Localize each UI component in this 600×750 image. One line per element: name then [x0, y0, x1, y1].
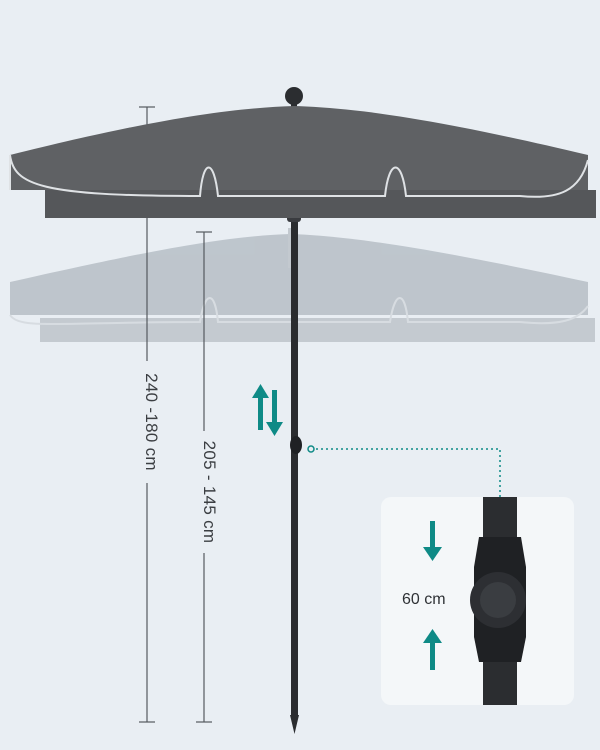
- lowered-umbrella-ghost: [9, 228, 595, 342]
- adjustment-label: 60 cm: [402, 591, 446, 608]
- detail-leader-line: [311, 448, 501, 497]
- total-height-label: 240 -180 cm: [139, 361, 163, 483]
- pole-joint-closeup: [423, 497, 526, 705]
- up-arrow-icon: [423, 629, 442, 670]
- down-arrow-icon: [423, 521, 442, 561]
- pole-height-label: 205 - 145 cm: [197, 431, 221, 553]
- umbrella-canopy: [9, 87, 596, 218]
- up-down-arrows-icon: [252, 384, 283, 436]
- detail-panel: [381, 497, 574, 705]
